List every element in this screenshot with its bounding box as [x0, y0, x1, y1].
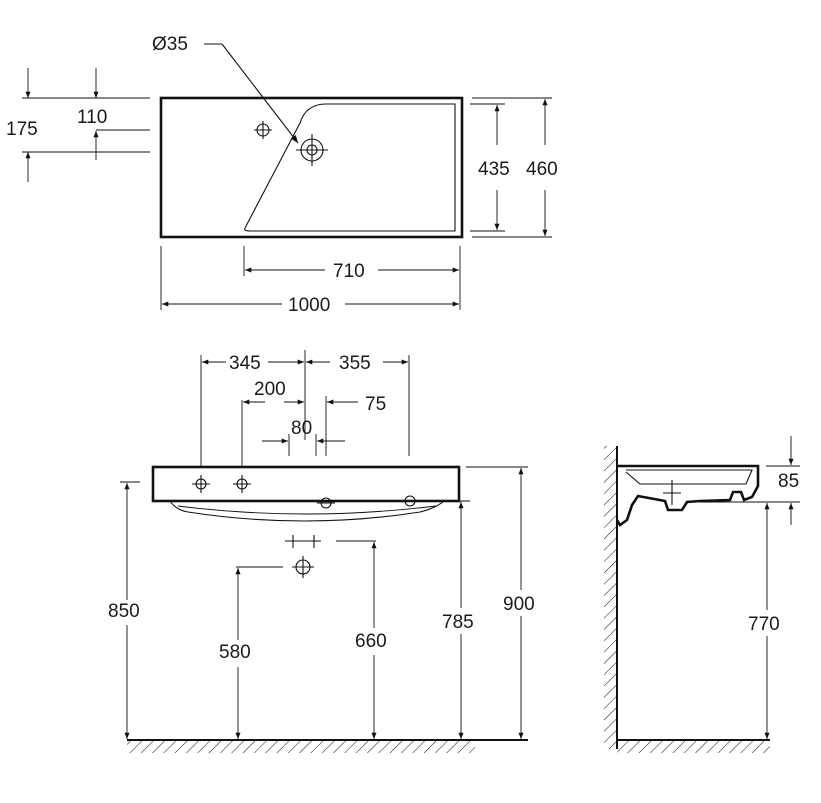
- side-view: 85 770: [604, 436, 800, 753]
- basin-outline-front: [151, 465, 461, 503]
- dim-345-label: 345: [229, 353, 261, 374]
- hole-leader-diagonal: [221, 43, 299, 144]
- dim-850-label: 850: [108, 601, 140, 622]
- dim-580-label: 580: [219, 642, 251, 663]
- dim-110-label: 110: [77, 107, 107, 128]
- waste-outlet-symbol: [285, 535, 321, 578]
- dim-85-label: 85: [778, 471, 799, 492]
- dim-460-label: 460: [526, 159, 558, 180]
- top-view: Ø35 110 175 435 4: [6, 34, 558, 316]
- overflow-hole-symbol: [254, 121, 272, 139]
- front-hole-symbol-1: [192, 475, 210, 493]
- front-hole-symbol-2: [233, 475, 251, 493]
- dim-710-label: 710: [333, 261, 365, 282]
- basin-outline-top: [159, 96, 464, 239]
- dim-1000-label: 1000: [288, 295, 330, 316]
- inner-bowl-top: [244, 103, 456, 232]
- front-view: 345 355 200 75 80 850 580 660 785: [108, 350, 535, 753]
- dim-200-label: 200: [254, 379, 286, 400]
- tap-hole-symbol: [296, 134, 328, 166]
- basin-underside-front: [169, 500, 445, 522]
- front-hole-symbol-4: [401, 495, 419, 507]
- wall-hatch: [604, 446, 616, 749]
- floor-hatch-front: [127, 741, 475, 753]
- dim-900-label: 900: [503, 594, 535, 615]
- dim-660-label: 660: [355, 631, 387, 652]
- dim-80-label: 80: [291, 418, 312, 439]
- dim-770-label: 770: [748, 614, 780, 635]
- dim-75-label: 75: [365, 394, 386, 415]
- dim-175-label: 175: [6, 119, 38, 140]
- basin-profile-side: [615, 464, 760, 527]
- dim-355-label: 355: [339, 353, 371, 374]
- floor-hatch-side: [617, 741, 770, 753]
- dim-785-label: 785: [442, 612, 474, 633]
- hole-diameter-label: Ø35: [152, 34, 188, 55]
- dim-435-label: 435: [478, 159, 510, 180]
- front-hole-symbol-3: [317, 497, 335, 509]
